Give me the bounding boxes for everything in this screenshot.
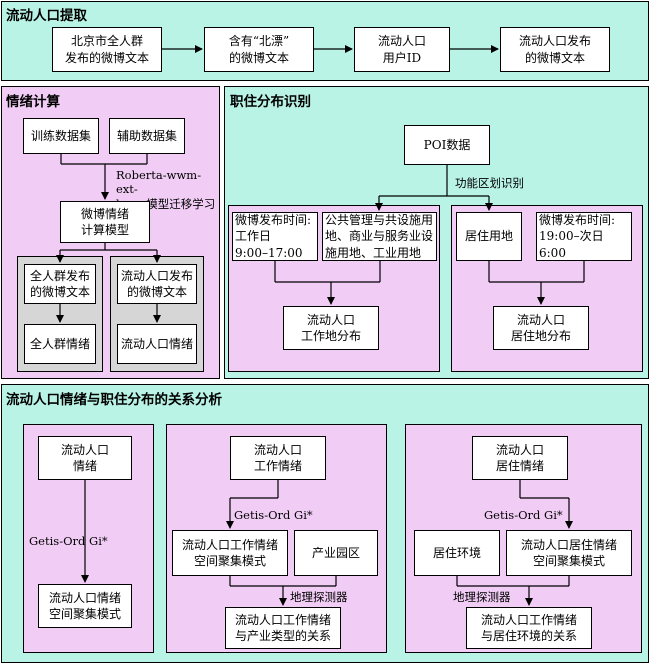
- box-training-dataset: 训练数据集: [23, 118, 99, 154]
- box-emotion-model: 微博情绪 计算模型: [60, 201, 150, 243]
- box-home-emotion: 流动人口 居住情绪: [472, 436, 568, 480]
- section-title-job-housing: 职住分布识别: [230, 94, 311, 110]
- label-geo-detector-1: 地理探测器: [288, 590, 350, 605]
- box-work-distribution: 流动人口 工作地分布: [283, 306, 379, 350]
- box-work-time: 微博发布时间: 工作日 9:00–17:00: [232, 212, 318, 261]
- section-title-extraction: 流动人口提取: [6, 8, 87, 24]
- box-work-emotion-cluster: 流动人口工作情绪 空间聚集模式: [172, 530, 288, 576]
- box-poi-data: POI数据: [404, 125, 490, 165]
- box-residential-land: 居住用地: [456, 212, 522, 261]
- box-all-population-text: 全人群发布 的微博文本: [24, 264, 96, 304]
- box-auxiliary-dataset: 辅助数据集: [109, 118, 185, 154]
- box-work-environment-relation: 流动人口工作情绪 与居住环境的关系: [466, 607, 592, 649]
- box-migrant-emotion-overall: 流动人口 情绪: [38, 436, 132, 480]
- box-migrant-text: 流动人口发布 的微博文本: [117, 264, 197, 304]
- label-functional-zoning: 功能区划识别: [453, 176, 526, 191]
- box-beipiao-weibo: 含有“北漂” 的微博文本: [204, 27, 314, 72]
- box-all-population-emotion: 全人群情绪: [24, 324, 96, 364]
- box-work-industry-relation: 流动人口工作情绪 与产业类型的关系: [225, 607, 341, 649]
- box-migrant-user-id: 流动人口 用户ID: [354, 27, 450, 72]
- label-geo-detector-2: 地理探测器: [451, 590, 513, 605]
- label-getis-ord-1: Getis-Ord Gi*: [27, 534, 110, 549]
- box-work-emotion: 流动人口 工作情绪: [230, 436, 326, 480]
- section-title-relationship: 流动人口情绪与职住分布的关系分析: [6, 392, 222, 408]
- box-industrial-park: 产业园区: [294, 530, 378, 576]
- box-home-emotion-cluster: 流动人口居住情绪 空间聚集模式: [506, 530, 632, 576]
- box-living-environment: 居住环境: [414, 530, 500, 576]
- section-title-emotion: 情绪计算: [6, 94, 60, 110]
- box-migrant-emotion: 流动人口情绪: [117, 324, 197, 364]
- label-getis-ord-3: Getis-Ord Gi*: [482, 508, 565, 523]
- box-work-landuse: 公共管理与共设施用 地、商业与服务业设 施用地、工业用地: [322, 212, 437, 261]
- box-all-weibo-text: 北京市全人群 发布的微博文本: [52, 27, 162, 72]
- box-home-distribution: 流动人口 居住地分布: [493, 306, 589, 350]
- box-emotion-cluster-overall: 流动人口情绪 空间聚集模式: [38, 584, 132, 628]
- box-home-time: 微博发布时间: 19:00–次日6:00: [536, 212, 632, 261]
- label-getis-ord-2: Getis-Ord Gi*: [232, 508, 315, 523]
- box-migrant-weibo-text: 流动人口发布 的微博文本: [500, 27, 610, 72]
